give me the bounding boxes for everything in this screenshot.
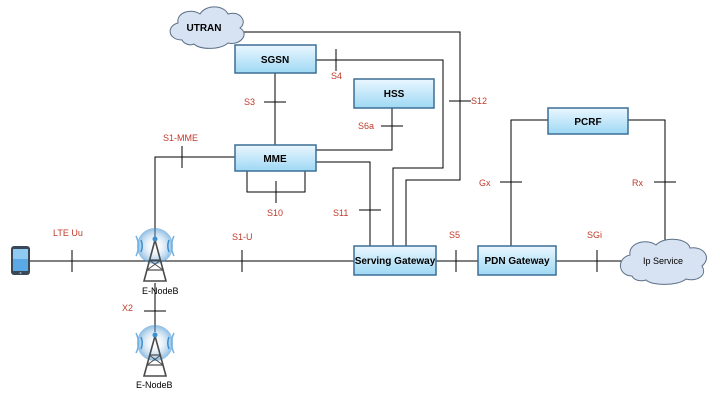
interface-ticks [71,49,676,312]
link-rx [628,119,666,244]
ip-service-cloud: Ip Service [620,238,707,285]
link-s1-mme [154,156,235,238]
enodeb-2: E-NodeB [135,325,175,390]
sgsn-label: SGSN [261,55,289,66]
label-s11: S11 [333,208,348,218]
hss-node: HSS [353,78,435,109]
pcrf-label: PCRF [574,117,601,128]
cell-tower-icon [135,325,175,377]
link-s6a [316,108,393,151]
mme-label: MME [263,154,287,165]
pdn-gateway-label: PDN Gateway [484,256,549,267]
label-gx: Gx [479,178,491,188]
label-s1-mme: S1-MME [163,133,198,143]
mme-node: MME [234,144,317,172]
label-s6a: S6a [358,121,374,131]
label-rx: Rx [632,178,643,188]
link-s4 [316,59,444,246]
pcrf-node: PCRF [547,107,629,135]
enodeb-1-label: E-NodeB [142,286,179,296]
link-gx [510,119,548,246]
enodeb-2-label: E-NodeB [136,380,173,390]
label-lte-uu: LTE Uu [53,228,83,238]
label-s10: S10 [267,208,283,218]
serving-gateway-label: Serving Gateway [355,256,436,267]
enodeb-1: E-NodeB [135,228,179,296]
serving-gateway-node: Serving Gateway [353,245,437,276]
utran-cloud: UTRAN [169,6,245,49]
ip-service-label: Ip Service [643,256,683,266]
hss-label: HSS [384,89,405,100]
label-s1-u: S1-U [232,232,253,242]
label-s4: S4 [331,71,342,81]
label-s12: S12 [471,96,487,106]
utran-label: UTRAN [187,23,222,34]
label-sgi: SGi [587,230,602,240]
cell-tower-icon [135,228,175,282]
link-s11 [316,161,371,246]
interface-labels: LTE Uu S1-MME S1-U X2 S3 S4 S6a S10 S11 … [53,71,643,313]
label-x2: X2 [122,303,133,313]
label-s5: S5 [449,230,460,240]
label-s3: S3 [244,97,255,107]
connection-lines [30,31,666,332]
pdn-gateway-node: PDN Gateway [477,245,557,276]
mobile-phone-icon [11,246,30,275]
sgsn-node: SGSN [234,44,317,74]
link-s12 [230,31,461,246]
